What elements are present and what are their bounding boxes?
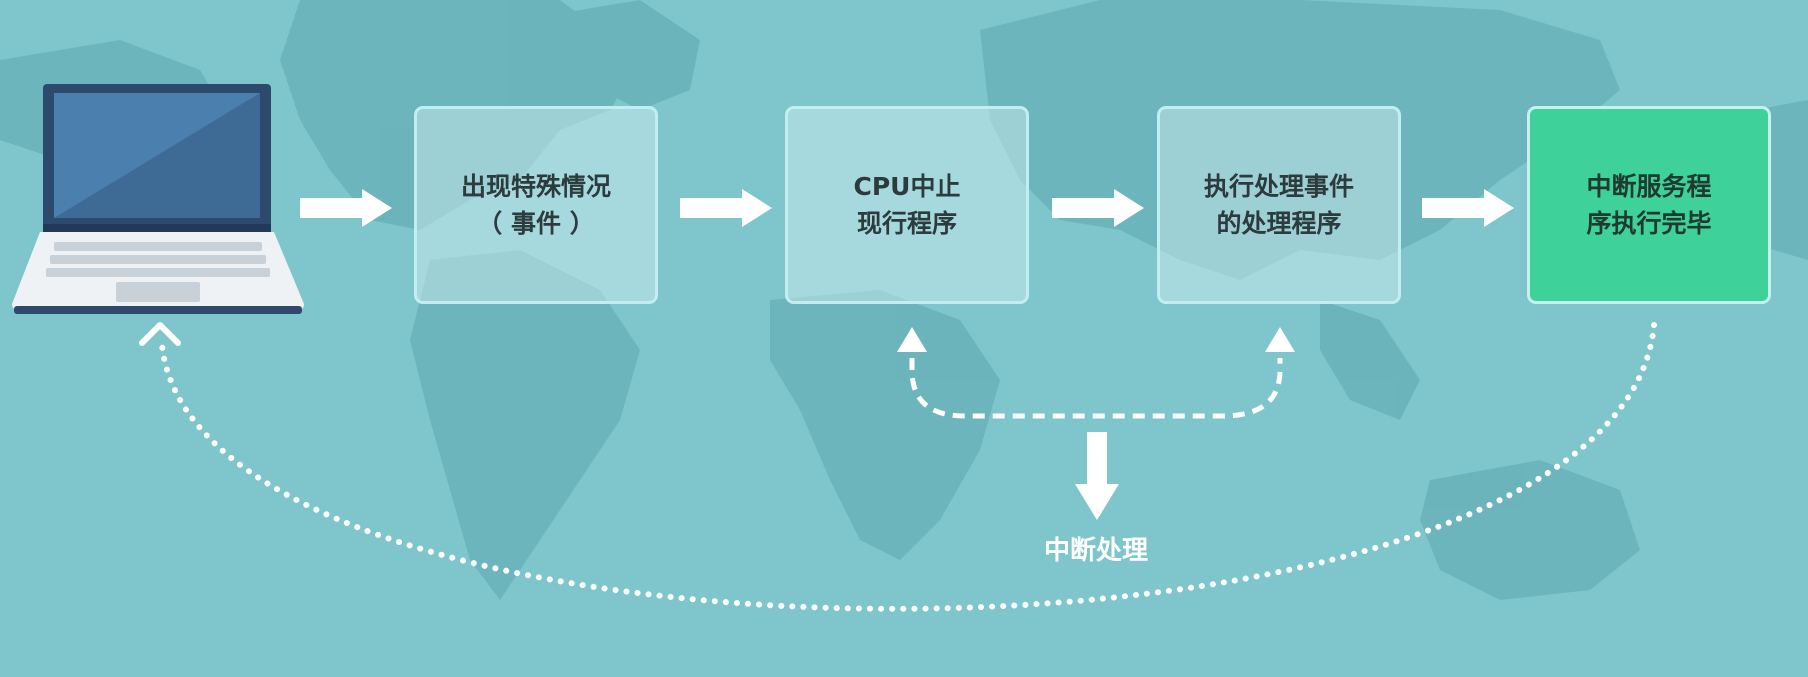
right-arrow-icon	[300, 189, 392, 227]
step-box-event-occurs: 出现特殊情况 （ 事件 ）	[414, 106, 658, 304]
down-arrow-icon	[1075, 432, 1119, 520]
right-arrow-icon	[1422, 189, 1514, 227]
step-text: 中断服务程	[1586, 172, 1712, 201]
step-box-cpu-suspend: CPU中止 现行程序	[785, 106, 1029, 304]
up-arrow-icon	[1265, 327, 1295, 352]
step-text: CPU中止	[853, 172, 961, 201]
up-arrow-icon	[897, 327, 927, 352]
chevron-up-icon	[139, 322, 181, 346]
step-text: 执行处理事件	[1203, 172, 1354, 201]
step-text: 的处理程序	[1216, 209, 1342, 238]
return-dotted-arc	[159, 322, 1657, 612]
step-box-execute-handler: 执行处理事件 的处理程序	[1157, 106, 1401, 304]
right-arrow-icon	[1052, 189, 1144, 227]
step-box-isr-complete: 中断服务程 序执行完毕	[1527, 106, 1771, 304]
interrupt-bracket-line	[909, 358, 1283, 419]
step-text: （ 事件 ）	[477, 209, 595, 238]
right-arrow-icon	[680, 189, 772, 227]
step-text: 序执行完毕	[1586, 209, 1712, 238]
laptop-icon	[12, 84, 304, 314]
step-text: 现行程序	[856, 209, 957, 238]
step-text: 出现特殊情况	[460, 172, 611, 201]
interrupt-handling-label: 中断处理	[1043, 536, 1148, 566]
